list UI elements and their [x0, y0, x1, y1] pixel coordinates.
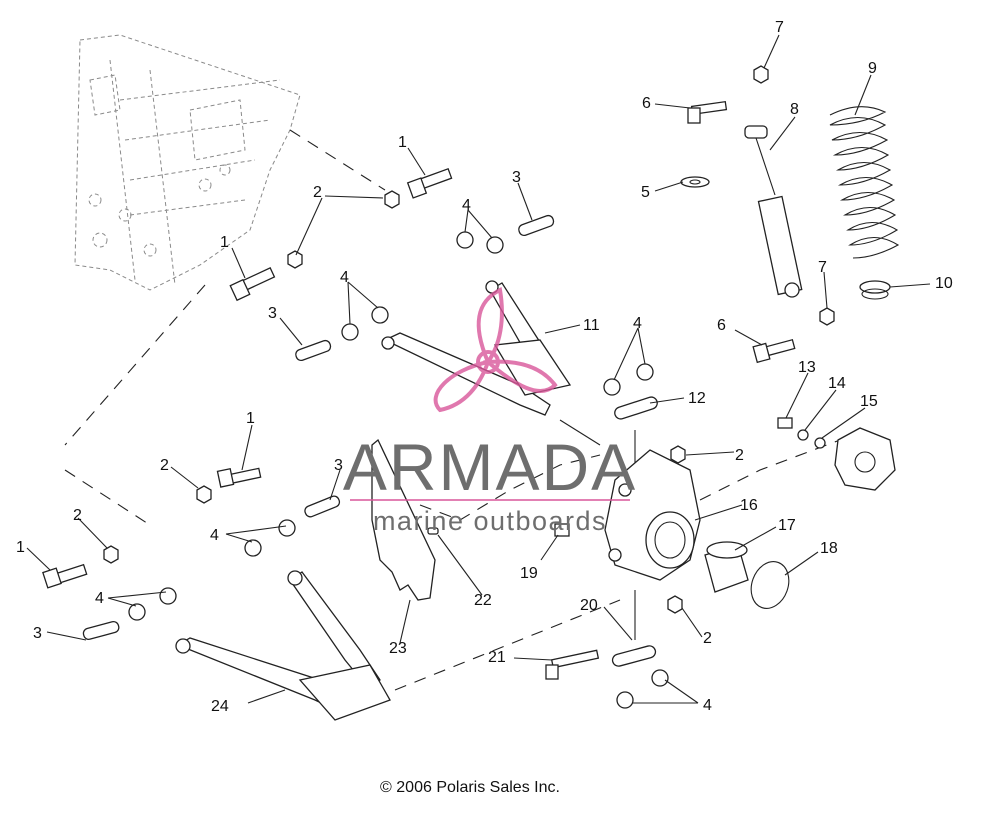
- bolt-1-top: [406, 167, 453, 199]
- watermark-tagline: marine outboards: [373, 506, 607, 536]
- bolt-6-mid: [752, 338, 796, 364]
- callout-11: 11: [583, 317, 600, 334]
- callout-7: 7: [818, 259, 827, 276]
- wheel-bearing: [704, 541, 749, 593]
- callout-19: 19: [520, 565, 538, 582]
- callout-7: 7: [775, 19, 784, 36]
- caliper-hardware: [777, 417, 826, 449]
- assembly-lines: [64, 129, 841, 691]
- lower-a-arm: [175, 570, 391, 721]
- callout-6: 6: [642, 95, 651, 112]
- callout-5: 5: [641, 184, 650, 201]
- callout-4: 4: [703, 697, 712, 714]
- bolt-21: [545, 649, 600, 680]
- callout-6: 6: [717, 317, 726, 334]
- callout-14: 14: [828, 375, 846, 392]
- spring-retainer: [859, 280, 891, 300]
- armada-watermark: ARMADA marine outboards: [343, 286, 637, 536]
- callout-3: 3: [334, 457, 343, 474]
- callout-2: 2: [703, 630, 712, 647]
- callout-4: 4: [95, 590, 104, 607]
- washer-5: [680, 176, 710, 188]
- callout-18: 18: [820, 540, 838, 557]
- callout-16: 16: [740, 497, 758, 514]
- callout-10: 10: [935, 275, 953, 292]
- bolt-1-low: [42, 563, 88, 589]
- nuts: [103, 65, 835, 614]
- callout-1: 1: [398, 134, 407, 151]
- callout-2: 2: [73, 507, 82, 524]
- callout-17: 17: [778, 517, 796, 534]
- shock-absorber: [744, 125, 803, 298]
- callout-2: 2: [735, 447, 744, 464]
- bolt-19: [554, 523, 570, 537]
- callout-4: 4: [462, 197, 471, 214]
- callout-2: 2: [313, 184, 322, 201]
- callout-1: 1: [246, 410, 255, 427]
- callout-1: 1: [220, 234, 229, 251]
- callout-13: 13: [798, 359, 816, 376]
- callout-3: 3: [33, 625, 42, 642]
- watermark-brand: ARMADA: [343, 430, 637, 504]
- callout-24: 24: [211, 698, 229, 715]
- leader-lines: [26, 34, 931, 704]
- snap-ring: [750, 561, 790, 609]
- bolt-1-mid: [216, 467, 262, 488]
- callout-9: 9: [868, 60, 877, 77]
- callout-22: 22: [474, 592, 492, 609]
- callout-4: 4: [340, 269, 349, 286]
- pin-22: [427, 527, 439, 535]
- bolt-1-left: [229, 266, 276, 302]
- callout-23: 23: [389, 640, 407, 657]
- callout-3: 3: [512, 169, 521, 186]
- skid-plate: [371, 438, 436, 601]
- callout-2: 2: [160, 457, 169, 474]
- bearing-carrier: [604, 449, 701, 581]
- coil-spring: [829, 106, 900, 259]
- brake-caliper: [834, 427, 896, 491]
- callout-8: 8: [790, 101, 799, 118]
- vehicle-frame-outline: [74, 34, 301, 291]
- callout-numbers: 1 1 1 1 2 2 2 2 2 3 3 3 3 4 4 4 4 4 4 5 …: [16, 19, 953, 715]
- callout-4: 4: [633, 315, 642, 332]
- copyright-text: © 2006 Polaris Sales Inc.: [380, 779, 560, 796]
- callout-1: 1: [16, 539, 25, 556]
- callout-15: 15: [860, 393, 878, 410]
- callout-12: 12: [688, 390, 706, 407]
- callout-20: 20: [580, 597, 598, 614]
- upper-a-arm: [381, 280, 572, 416]
- watermark-propeller-logo: [433, 286, 558, 413]
- callout-4: 4: [210, 527, 219, 544]
- callout-21: 21: [488, 649, 506, 666]
- pivot-tubes: [82, 214, 658, 667]
- callout-3: 3: [268, 305, 277, 322]
- bolt-6-top: [687, 100, 728, 124]
